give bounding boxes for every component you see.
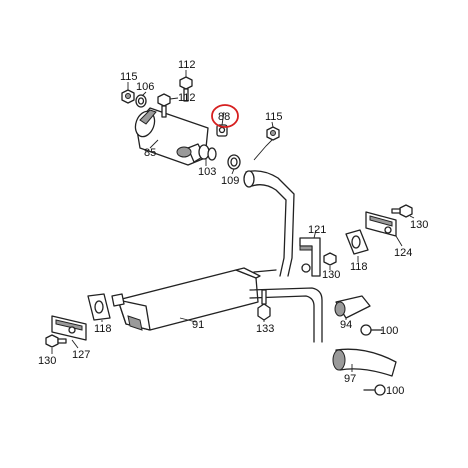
intermediate-pipe[interactable] (243, 170, 295, 277)
label-115-right: 115 (265, 111, 283, 123)
label-94: 94 (340, 319, 352, 331)
label-130-left: 130 (38, 355, 56, 367)
nut-115-right[interactable] (266, 126, 280, 141)
nut-115-top-left[interactable] (121, 89, 135, 104)
label-130-mid: 130 (322, 269, 340, 281)
highlight-circle-88 (211, 104, 239, 128)
label-100-upper: 100 (380, 325, 398, 337)
label-112-mid: 112 (178, 92, 196, 104)
muffler-outlet-pipe[interactable] (249, 269, 323, 343)
label-118-left: 118 (94, 323, 112, 335)
screw-100-upper[interactable] (360, 324, 383, 336)
leader-lines (51, 70, 415, 372)
rubber-hanger-118-right[interactable] (345, 229, 369, 255)
label-112-top: 112 (178, 59, 196, 71)
bracket-127[interactable] (51, 315, 87, 341)
flange-103[interactable] (198, 144, 217, 161)
front-converter[interactable] (132, 107, 209, 166)
label-130-top-right: 130 (410, 219, 428, 231)
bolt-133[interactable] (257, 289, 271, 321)
label-91: 91 (192, 319, 204, 331)
part-labels: 115 106 112 112 88 115 85 103 109 121 13… (38, 59, 428, 397)
bolt-112-mid[interactable] (157, 93, 171, 118)
screw-100-lower[interactable] (363, 384, 386, 396)
label-127: 127 (72, 349, 90, 361)
rear-muffler[interactable] (111, 267, 261, 331)
gasket-109[interactable] (227, 154, 241, 170)
label-100-lower: 100 (386, 385, 404, 397)
bracket-124[interactable] (365, 211, 397, 237)
label-115-top-left: 115 (120, 71, 138, 83)
bolt-130-top-right[interactable] (391, 204, 413, 218)
tailpipe-tip-97[interactable] (332, 348, 397, 377)
bolt-130-left[interactable] (45, 334, 67, 348)
label-88: 88 (218, 111, 230, 123)
rubber-hanger-118-left[interactable] (87, 293, 111, 321)
label-106: 106 (136, 81, 154, 93)
label-103: 103 (198, 166, 216, 178)
washer-106[interactable] (135, 94, 147, 108)
label-121: 121 (308, 224, 326, 236)
label-133: 133 (256, 323, 274, 335)
bracket-121[interactable] (299, 237, 321, 277)
label-118-right: 118 (350, 261, 368, 273)
label-85: 85 (144, 147, 156, 159)
label-109: 109 (221, 175, 239, 187)
label-97: 97 (344, 373, 356, 385)
label-124: 124 (394, 247, 412, 259)
tailpipe-tip-94[interactable] (334, 295, 371, 319)
bolt-130-mid[interactable] (323, 252, 337, 266)
